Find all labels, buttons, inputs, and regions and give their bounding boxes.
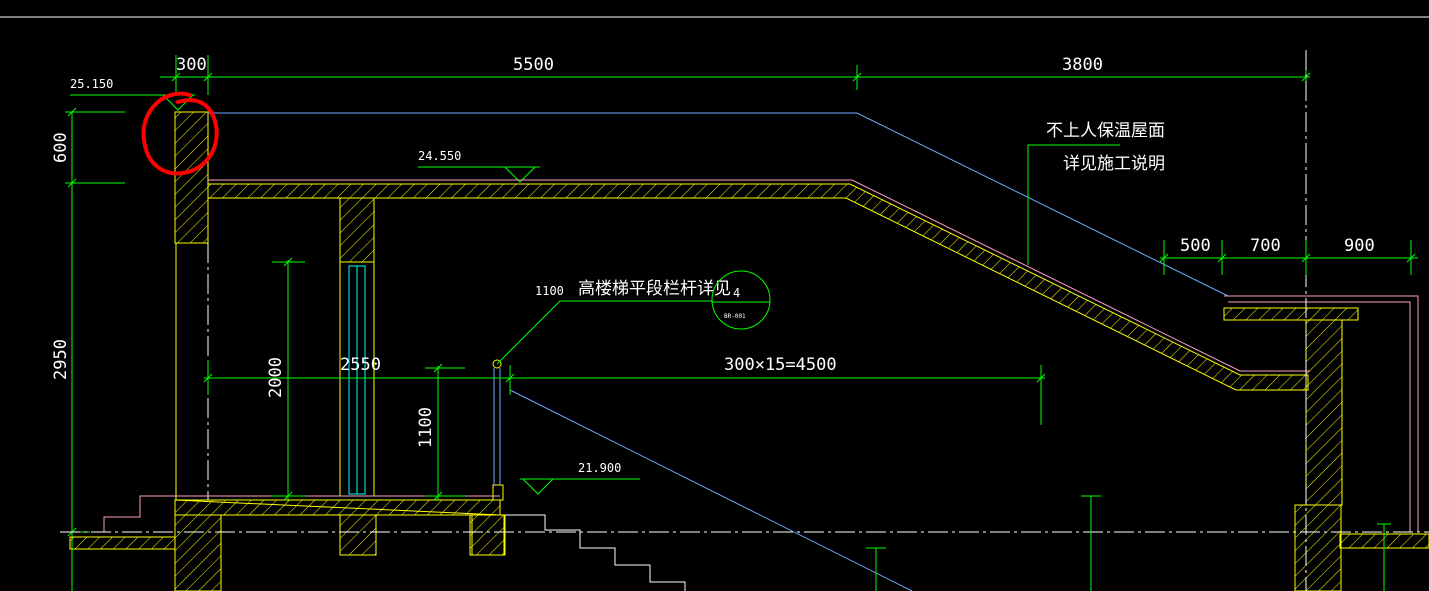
railing-callout-value: 1100: [535, 284, 564, 298]
roof-outline-blue: [208, 112, 1229, 297]
railing-callout-leader: [496, 300, 712, 365]
railing-callout-label: 高楼梯平段栏杆详见: [578, 279, 731, 299]
dim-right-500: 500: [1180, 236, 1211, 256]
top-dimension-chain: [160, 50, 1311, 95]
railing-post: [492, 359, 502, 485]
interior-column: [339, 197, 375, 497]
dim-top-3800: 3800: [1062, 55, 1103, 75]
dim-door-2000: 2000: [266, 357, 286, 398]
floor-slab: [60, 484, 1429, 591]
roof-note-leader: [1027, 144, 1120, 265]
dim-left-2950: 2950: [51, 339, 71, 380]
dim-left-600: 600: [51, 132, 71, 163]
roof-note-line2: 详见施工说明: [1063, 154, 1165, 174]
stair-slope-line: [509, 389, 913, 591]
stair-steps: [505, 514, 686, 591]
parapet-wall: [174, 111, 209, 500]
detail-number: 4: [733, 286, 740, 300]
elevation-marker-roof: [418, 166, 540, 183]
bottom-reference-ticks: [866, 495, 1391, 591]
elevation-parapet-top: 25.150: [70, 77, 113, 91]
red-circle-markup-icon: [141, 91, 219, 176]
rail-height-dimension: [425, 363, 465, 501]
elevation-roof-top: 24.550: [418, 149, 461, 163]
detail-reference-circle-icon: [711, 270, 771, 330]
elevation-landing: 21.900: [578, 461, 621, 475]
stair-run-dimension: [203, 360, 1046, 425]
dim-span-2550: 2550: [340, 355, 381, 375]
dim-rail-1100: 1100: [416, 407, 436, 448]
roof-note-line1: 不上人保温屋面: [1046, 121, 1165, 141]
elevation-marker-landing: [520, 478, 640, 495]
dim-stair-run: 300×15=4500: [724, 355, 837, 375]
right-dimension-chain: [1159, 240, 1418, 275]
dim-top-300: 300: [176, 55, 207, 75]
dim-right-700: 700: [1250, 236, 1281, 256]
dim-right-900: 900: [1344, 236, 1375, 256]
door-height-dimension: [272, 257, 305, 501]
right-wall: [1223, 50, 1429, 591]
detail-sheet: BR-001: [724, 313, 746, 320]
dim-top-5500: 5500: [513, 55, 554, 75]
